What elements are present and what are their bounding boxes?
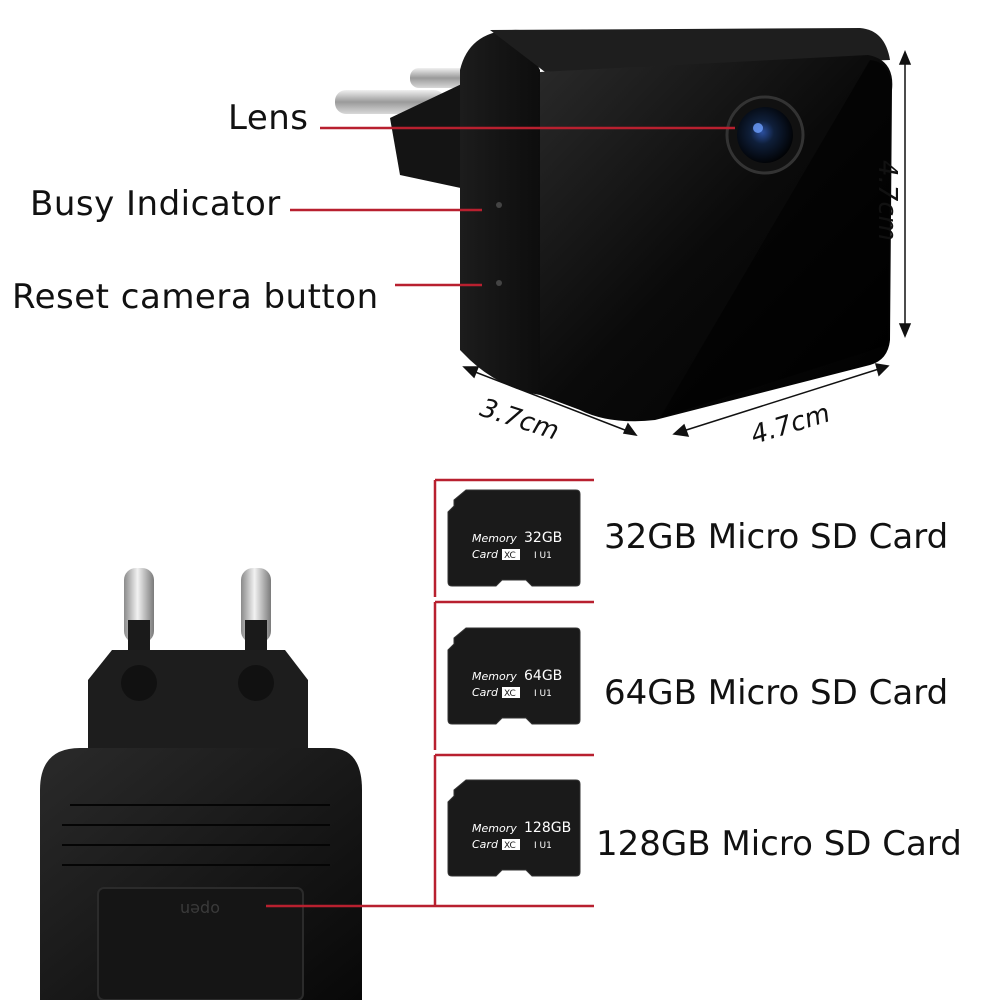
plug-base <box>390 80 470 190</box>
sd-card-brand: Memory <box>472 822 517 835</box>
sd-card-brand: Memory <box>472 532 517 545</box>
sd-bracket <box>266 478 594 908</box>
charger-device <box>40 568 362 1000</box>
sd-card-icon: Memory 32GB Card XC I U1 <box>447 489 581 587</box>
sd-card-class: XC <box>504 551 516 561</box>
sd-card-speed: I U1 <box>534 841 552 851</box>
sd-card-capacity: 64GB <box>524 668 562 684</box>
sd-card-class: XC <box>504 689 516 699</box>
sd-card-speed: I U1 <box>534 551 552 561</box>
lens-label: Lens <box>228 98 309 138</box>
sd-card-icon: Memory 128GB Card XC I U1 <box>447 779 581 877</box>
sd-card-label-128: 128GB Micro SD Card <box>596 824 962 864</box>
slot-open-text: open <box>180 900 220 919</box>
camera-device <box>335 28 893 422</box>
sd-card-type: Card <box>472 548 499 561</box>
busy-indicator-label: Busy Indicator <box>30 184 281 224</box>
sd-card-label-32: 32GB Micro SD Card <box>604 517 949 557</box>
callout-lines-top <box>290 126 735 287</box>
busy-indicator-dot <box>496 202 502 208</box>
sd-card-capacity: 32GB <box>524 530 562 546</box>
sd-card-label-64: 64GB Micro SD Card <box>604 673 949 713</box>
sd-card-brand: Memory <box>472 670 517 683</box>
sd-card-speed: I U1 <box>534 689 552 699</box>
sd-slot-cover <box>97 887 304 1000</box>
plug-pin-upper <box>410 68 470 88</box>
sd-card-icon: Memory 64GB Card XC I U1 <box>447 627 581 725</box>
dimension-arrows <box>462 50 912 437</box>
sd-card-capacity: 128GB <box>524 820 571 836</box>
reset-button-dot <box>496 280 502 286</box>
sd-card-type: Card <box>472 838 499 851</box>
height-dimension: 4.7cm <box>872 160 902 241</box>
reset-button-label: Reset camera button <box>12 277 379 317</box>
sd-card-type: Card <box>472 686 499 699</box>
sd-card-class: XC <box>504 841 516 851</box>
lens-icon <box>737 107 793 163</box>
device-side <box>460 29 540 396</box>
